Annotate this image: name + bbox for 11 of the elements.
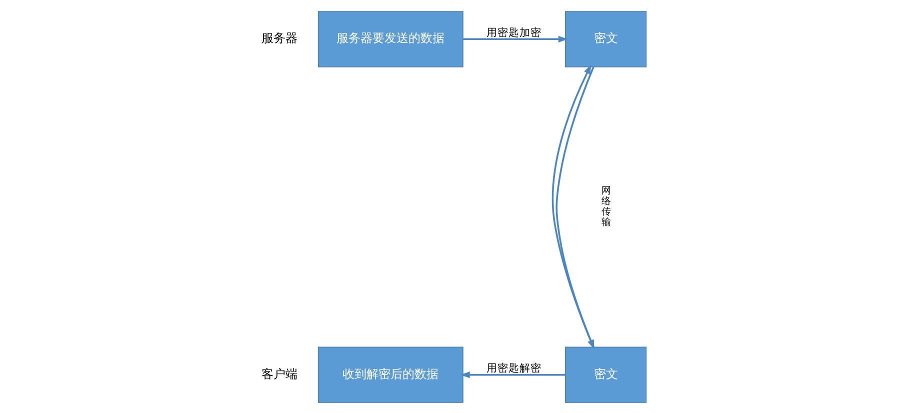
node-box: 服务器要发送的数据	[317, 10, 463, 67]
arrow	[462, 35, 568, 42]
node-box: 收到解密后的数据	[317, 346, 463, 402]
edge-label: 用密匙解密	[486, 361, 542, 374]
node-label: 客户端	[261, 366, 298, 380]
node-box: 密文	[564, 346, 646, 402]
arrow	[460, 371, 565, 378]
node-box: 密文	[564, 10, 646, 67]
label: 网络传输	[600, 184, 610, 228]
edge-label: 用密匙加密	[486, 25, 542, 38]
node-label: 服务器	[261, 30, 298, 45]
